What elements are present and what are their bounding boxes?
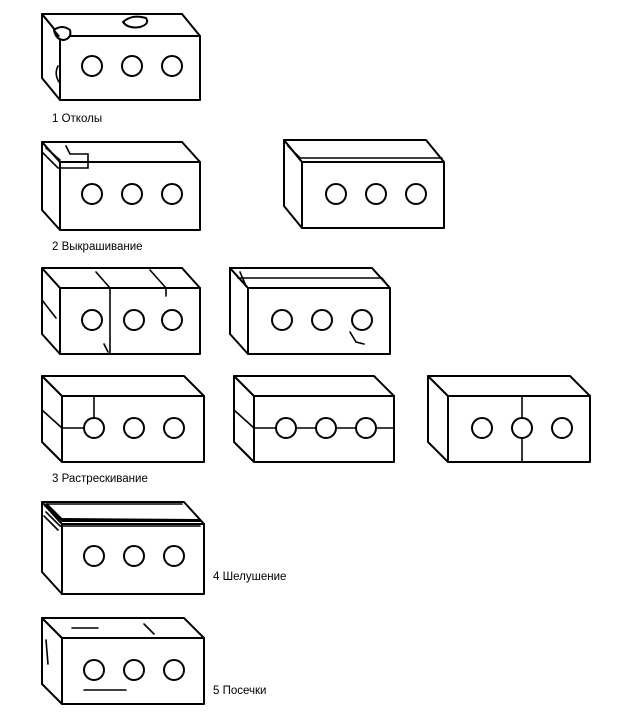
crumbled-area: [41, 145, 89, 169]
brick-hole: [311, 309, 333, 331]
brick-top-face: [41, 267, 201, 289]
crack-line: [237, 277, 389, 287]
brick-hole: [325, 183, 347, 205]
brick-hole: [405, 183, 427, 205]
brick-cracking-3: 3 Растрескивание: [41, 375, 205, 485]
crumbled-area: [287, 145, 443, 159]
brick-top-face: [41, 617, 205, 639]
chip-mark: [53, 30, 60, 38]
cut-mark: [45, 639, 49, 665]
brick-hole: [163, 417, 185, 439]
brick-cuts: 5 Посечки: [41, 617, 266, 705]
brick-hole: [83, 545, 105, 567]
brick-hole: [163, 545, 185, 567]
brick-hole: [81, 309, 103, 331]
caption-crumbling: 2 Выкрашивание: [52, 241, 143, 253]
brick-hole: [121, 55, 143, 77]
crack-line: [41, 299, 57, 319]
brick-hole: [551, 417, 573, 439]
caption-peeling: 4 Шелушение: [213, 571, 286, 583]
brick-hole: [123, 309, 145, 331]
brick-cracking-5: [427, 375, 591, 463]
peeled-layer: [43, 515, 59, 531]
caption-cuts: 5 Посечки: [213, 685, 266, 697]
brick-hole: [81, 183, 103, 205]
caption-chips: 1 Отколы: [52, 113, 102, 125]
brick-hole: [161, 309, 183, 331]
brick-top-face: [41, 141, 201, 163]
crack-line: [103, 343, 109, 353]
brick-top-face: [427, 375, 591, 397]
brick-hole: [123, 659, 145, 681]
crack-line: [41, 409, 63, 429]
crumbled-area: [45, 147, 61, 161]
crack-line: [349, 331, 365, 345]
brick-hole: [365, 183, 387, 205]
brick-hole: [123, 417, 145, 439]
brick-hole: [355, 417, 377, 439]
brick-hole: [161, 183, 183, 205]
brick-cracking-4: [233, 375, 395, 463]
brick-top-face: [41, 375, 205, 397]
brick-hole: [271, 309, 293, 331]
brick-hole: [275, 417, 297, 439]
caption-cracking: 3 Растрескивание: [52, 473, 148, 485]
brick-hole: [163, 659, 185, 681]
crack-line: [233, 409, 255, 429]
brick-hole: [511, 417, 533, 439]
crack-line: [239, 271, 247, 287]
brick-hole: [83, 417, 105, 439]
brick-hole: [83, 659, 105, 681]
brick-hole: [161, 55, 183, 77]
brick-hole: [471, 417, 493, 439]
brick-hole: [351, 309, 373, 331]
brick-hole: [121, 183, 143, 205]
crack-line: [95, 271, 111, 289]
brick-cracking-1: [41, 267, 201, 355]
crack-line: [149, 269, 167, 297]
brick-peeling: 4 Шелушение: [41, 501, 286, 595]
peeled-layer: [45, 511, 201, 527]
brick-cracking-2: [229, 267, 391, 355]
brick-top-face: [233, 375, 395, 397]
brick-hole: [123, 545, 145, 567]
brick-crumbling-1: 2 Выкрашивание: [41, 141, 201, 253]
brick-chips: 1 Отколы: [41, 13, 201, 125]
brick-crumbling-2: [283, 139, 445, 229]
chip-mark: [55, 65, 60, 83]
peeled-layer: [44, 503, 202, 522]
cut-mark: [143, 623, 155, 635]
chip-mark: [122, 15, 149, 29]
brick-hole: [81, 55, 103, 77]
brick-hole: [315, 417, 337, 439]
